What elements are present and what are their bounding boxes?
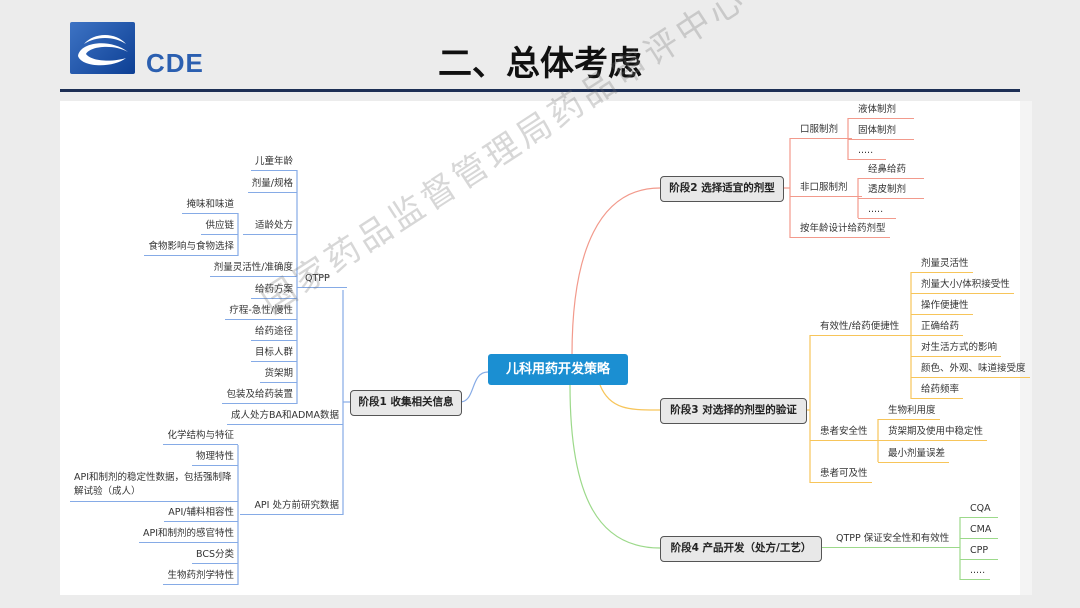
qtpp-item: 包装及给药装置 — [222, 389, 297, 404]
qtpp-item: 目标人群 — [250, 347, 297, 362]
api-item: 生物药剂学特性 — [163, 570, 238, 585]
age-appropriate-sub-item: 食物影响与食物选择 — [144, 241, 238, 256]
qtpp-item: 剂量/规格 — [247, 178, 297, 193]
qtpp-item: 货架期 — [260, 368, 297, 383]
qtpp-item: 适龄处方 — [242, 220, 297, 235]
logo-text: CDE — [146, 48, 204, 78]
stage2-item: 口服制剂 — [790, 124, 852, 139]
stage3-item: 患者安全性 — [810, 426, 882, 441]
qtpp-label: QTPP — [297, 273, 347, 288]
qtpp-item: 疗程-急性/慢性 — [225, 305, 297, 320]
efficacy-sub-item: 操作便捷性 — [911, 300, 973, 315]
cde-logo — [70, 22, 135, 74]
stage2-node[interactable]: 阶段2 选择适宜的剂型 — [660, 176, 784, 202]
adult-data-item: 成人处方BA和ADMA数据 — [226, 410, 343, 425]
oral-sub-item: 液体制剂 — [848, 104, 914, 119]
stage1-node[interactable]: 阶段1 收集相关信息 — [350, 390, 462, 416]
stage4-qtpp: QTPP 保证安全性和有效性 — [820, 533, 960, 548]
api-item: API和制剂的感官特性 — [138, 528, 238, 543]
qtpp-item: 儿童年龄 — [250, 156, 297, 171]
mindmap-canvas — [60, 101, 1020, 595]
age-appropriate-sub-item: 掩味和味道 — [182, 199, 238, 214]
efficacy-sub-item: 剂量大小/体积接受性 — [911, 279, 1014, 294]
api-item: API/辅料相容性 — [164, 507, 238, 522]
logo-swirl-icon — [78, 35, 128, 66]
non-oral-sub-item: ..... — [858, 204, 896, 219]
qtpp-item: 剂量灵活性/准确度 — [209, 262, 297, 277]
stage4-connectors — [569, 384, 961, 580]
oral-sub-item: ..... — [848, 145, 886, 160]
safety-sub-item: 货架期及使用中稳定性 — [878, 426, 988, 441]
scrollbar[interactable] — [1020, 101, 1032, 595]
non-oral-sub-item: 经鼻给药 — [858, 164, 924, 179]
stage2-item: 按年龄设计给药剂型 — [790, 223, 890, 238]
stage3-item: 有效性/给药便捷性 — [810, 321, 914, 336]
age-appropriate-sub-item: 供应链 — [201, 220, 238, 235]
stage4-sub-item: CQA — [960, 503, 998, 518]
efficacy-sub-item: 给药频率 — [911, 384, 964, 399]
safety-sub-item: 最小剂量误差 — [878, 448, 950, 463]
stage4-sub-item: CMA — [960, 524, 998, 539]
stage3-node[interactable]: 阶段3 对选择的剂型的验证 — [660, 398, 807, 424]
efficacy-sub-item: 剂量灵活性 — [911, 258, 973, 273]
page-title: 二、总体考虑 — [438, 44, 642, 84]
title-divider — [60, 89, 1020, 92]
safety-sub-item: 生物利用度 — [878, 405, 940, 420]
stage4-sub-item: ..... — [960, 565, 990, 580]
efficacy-sub-item: 对生活方式的影响 — [911, 342, 1002, 357]
stage2-item: 非口服制剂 — [790, 182, 862, 197]
stage3-item: 患者可及性 — [810, 468, 872, 483]
efficacy-sub-item: 正确给药 — [911, 321, 964, 336]
api-item: 物理特性 — [191, 451, 238, 466]
efficacy-sub-item: 颜色、外观、味道接受度 — [911, 363, 1030, 378]
api-item: API和制剂的稳定性数据，包括强制降解试验（成人） — [70, 471, 238, 502]
stage4-sub-item: CPP — [960, 545, 998, 560]
qtpp-item: 给药方案 — [250, 284, 297, 299]
api-label: API 处方前研究数据 — [240, 500, 343, 515]
stage4-node[interactable]: 阶段4 产品开发（处方/工艺） — [660, 536, 822, 562]
api-item: 化学结构与特征 — [163, 430, 238, 445]
stage3-connectors — [599, 272, 912, 483]
non-oral-sub-item: 透皮制剂 — [858, 184, 924, 199]
qtpp-item: 给药途径 — [250, 326, 297, 341]
central-topic[interactable]: 儿科用药开发策略 — [488, 354, 628, 385]
oral-sub-item: 固体制剂 — [848, 125, 914, 140]
api-item: BCS分类 — [191, 549, 238, 564]
